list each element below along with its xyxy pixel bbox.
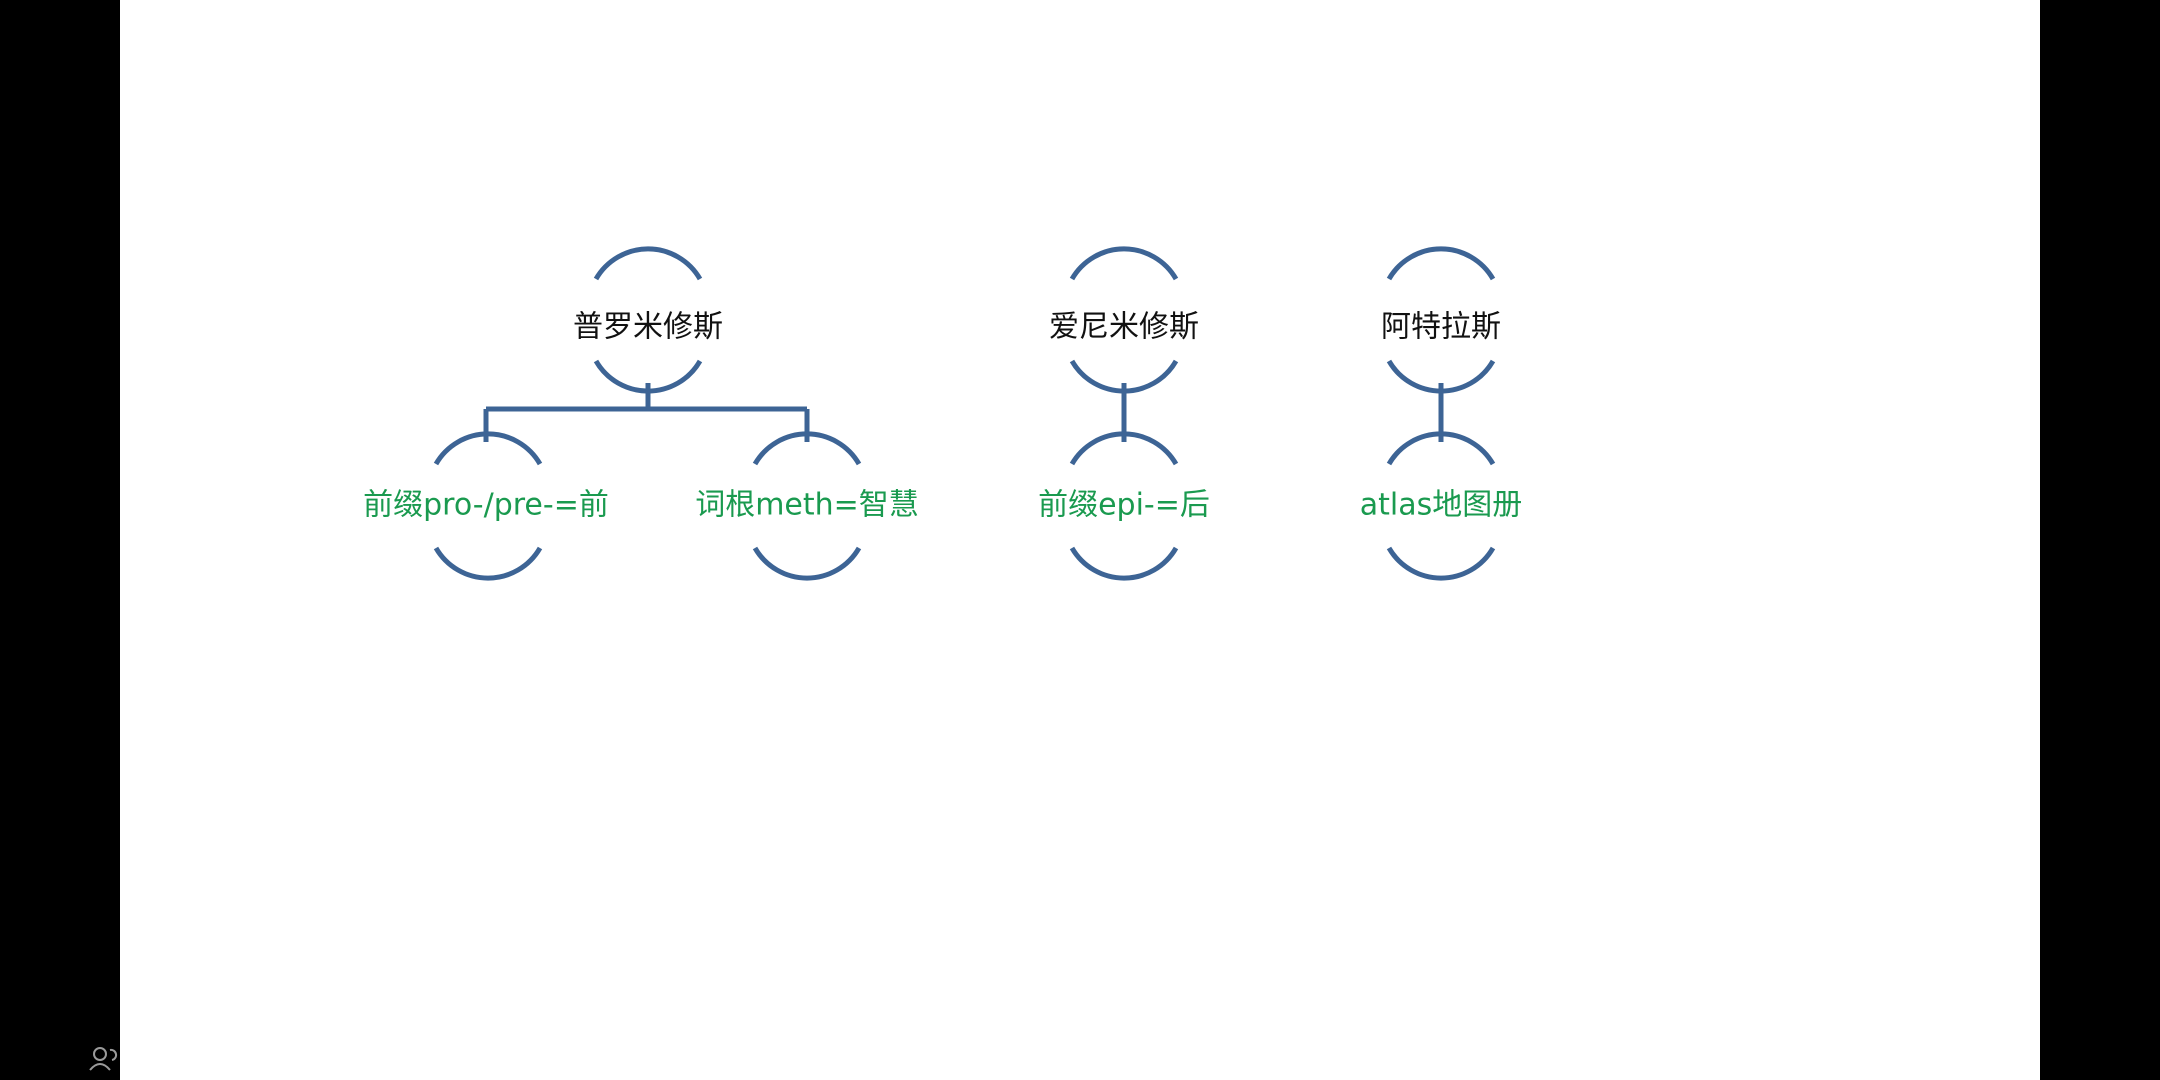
tree2-child-arc-top — [1069, 431, 1179, 466]
tree1-child2-label: 词根meth=智慧 — [695, 488, 919, 523]
tree3-child1-label: atlas地图册 — [1360, 488, 1523, 523]
tree2-root-arc-top — [1069, 246, 1179, 281]
tree2-root-label: 爱尼米修斯 — [1049, 310, 1199, 345]
user-icon[interactable] — [88, 1044, 120, 1072]
connectors — [433, 246, 1496, 581]
tree1-child1-arc-bottom — [433, 546, 543, 581]
tree1-child1-label: 前缀pro-/pre-=前 — [363, 488, 609, 523]
tree1-child1-arc-top — [433, 431, 543, 466]
tree1-root-label: 普罗米修斯 — [573, 310, 723, 345]
tree2-child-arc-bottom — [1069, 546, 1179, 581]
tree3-root-arc-top — [1386, 246, 1496, 281]
tree3-child-arc-bottom — [1386, 546, 1496, 581]
tree3-child-arc-top — [1386, 431, 1496, 466]
tree1-child2-arc-top — [752, 431, 862, 466]
tree3-root-label: 阿特拉斯 — [1381, 310, 1501, 345]
slide: 普罗米修斯 前缀pro-/pre-=前 词根meth=智慧 爱尼米修斯 前缀ep… — [120, 0, 2040, 1080]
tree2-child1-label: 前缀epi-=后 — [1038, 488, 1210, 523]
tree1-child2-arc-bottom — [752, 546, 862, 581]
word-origin-diagram: 普罗米修斯 前缀pro-/pre-=前 词根meth=智慧 爱尼米修斯 前缀ep… — [363, 246, 1523, 581]
tree1-root-arc-top — [593, 246, 703, 281]
